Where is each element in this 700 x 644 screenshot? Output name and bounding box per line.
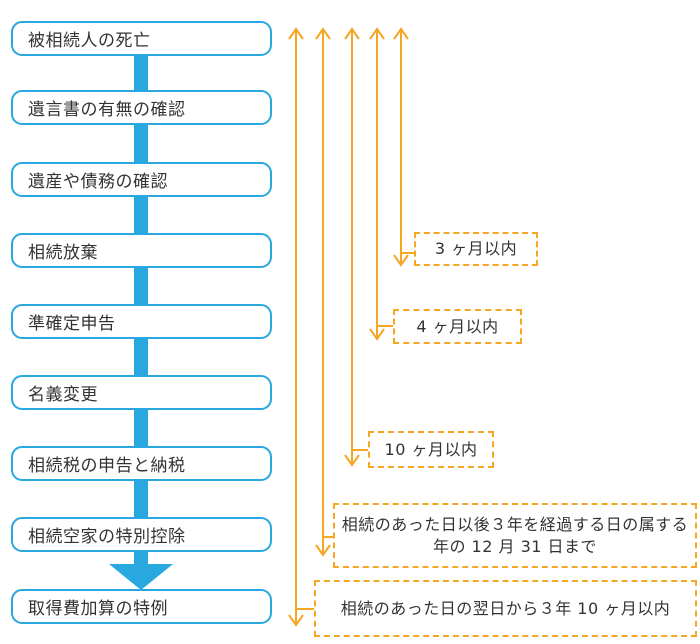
- step-decedent-death: 被相続人の死亡: [11, 21, 272, 56]
- flow-arrowhead: [109, 564, 173, 590]
- step-inheritance-tax-filing: 相続税の申告と納税: [11, 446, 272, 481]
- deadline-10-months: 10 ヶ月以内: [368, 431, 494, 468]
- step-estate-debt-check: 遺産や債務の確認: [11, 162, 272, 197]
- deadline-arrow-10-months: [344, 28, 368, 466]
- step-title-transfer: 名義変更: [11, 375, 272, 410]
- deadline-4-months: 4 ヶ月以内: [393, 309, 522, 344]
- step-renunciation: 相続放棄: [11, 233, 272, 268]
- step-will-check: 遺言書の有無の確認: [11, 90, 272, 125]
- deadline-arrow-3-years-dec31: [315, 28, 333, 556]
- step-vacant-house-deduction: 相続空家の特別控除: [11, 517, 272, 552]
- step-acquisition-cost-special: 取得費加算の特例: [11, 589, 272, 624]
- deadline-arrow-3-months: [393, 28, 414, 266]
- deadline-3-years-10-months: 相続のあった日の翌日から３年 10 ヶ月以内: [314, 580, 697, 637]
- step-quasi-final-return: 準確定申告: [11, 304, 272, 339]
- deadline-arrow-4-months: [369, 28, 393, 340]
- deadline-3-years-dec31: 相続のあった日以後３年を経過する日の属する年の 12 月 31 日まで: [333, 503, 697, 568]
- deadline-arrow-3-years-10-months: [288, 28, 314, 626]
- deadline-3-months: 3 ヶ月以内: [414, 232, 538, 266]
